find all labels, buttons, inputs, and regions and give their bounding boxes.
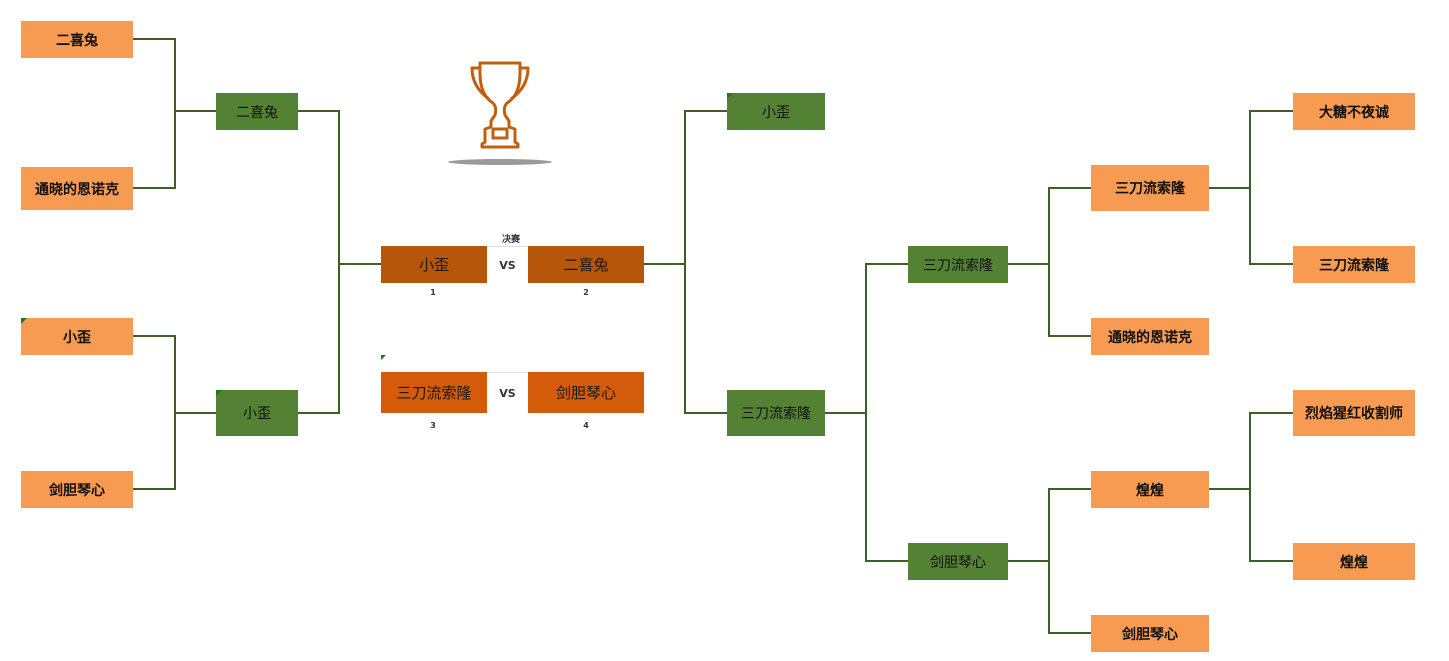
trophy-icon: [445, 55, 555, 170]
connector-line: [1048, 488, 1091, 634]
team-name: 通晓的恩诺克: [35, 181, 119, 198]
left-round2-2[interactable]: 小歪: [216, 390, 298, 436]
seed-number: 3: [430, 421, 436, 430]
connector-line: [865, 263, 908, 562]
team-name: 三刀流索隆: [1115, 181, 1185, 197]
connector-line: [684, 110, 727, 414]
team-name: 二喜兔: [563, 256, 609, 274]
flag-marker: [381, 355, 386, 360]
team-name: 烈焰猩红收割师: [1305, 406, 1403, 422]
left-seed-3[interactable]: 小歪: [21, 318, 133, 355]
left-seed-4[interactable]: 剑胆琴心: [21, 471, 133, 508]
right-round2-2[interactable]: 通晓的恩诺克: [1091, 318, 1209, 355]
right-round2-1[interactable]: 三刀流索隆: [1091, 165, 1209, 211]
right-round3-2[interactable]: 剑胆琴心: [908, 543, 1008, 580]
team-name: 二喜兔: [236, 104, 278, 121]
team-name: 小歪: [243, 406, 271, 422]
right-seed-2[interactable]: 三刀流索隆: [1293, 246, 1415, 283]
connector-line: [1048, 187, 1091, 337]
left-round2-1[interactable]: 二喜兔: [216, 93, 298, 130]
final-match1-left[interactable]: 小歪: [381, 246, 487, 283]
right-seed-1[interactable]: 大糖不夜诚: [1293, 93, 1415, 130]
connector-line: [133, 335, 176, 490]
final-match2-vs: VS: [487, 372, 528, 414]
seed-number: 2: [583, 288, 589, 297]
final-match2-left[interactable]: 三刀流索隆: [381, 372, 487, 413]
team-name: 三刀流索隆: [1319, 257, 1389, 274]
team-name: 三刀流索隆: [396, 384, 472, 402]
seed-number: 1: [430, 288, 436, 297]
right-semifinal-1[interactable]: 小歪: [727, 93, 825, 130]
final-caption: 决赛: [502, 235, 521, 245]
team-name: 大糖不夜诚: [1319, 104, 1389, 121]
team-name: 煌煌: [1340, 554, 1368, 571]
team-name: 剑胆琴心: [555, 384, 616, 402]
final-match2-right[interactable]: 剑胆琴心: [528, 372, 644, 413]
left-seed-1[interactable]: 二喜兔: [21, 21, 133, 58]
final-match1-right[interactable]: 二喜兔: [528, 246, 644, 283]
right-seed-4[interactable]: 煌煌: [1293, 543, 1415, 580]
connector-line: [1249, 110, 1293, 265]
right-seed-3[interactable]: 烈焰猩红收割师: [1293, 390, 1415, 436]
left-seed-2[interactable]: 通晓的恩诺克: [21, 167, 133, 210]
team-name: 小歪: [762, 104, 790, 121]
final-match1-vs: VS: [487, 246, 528, 284]
team-name: 煌煌: [1136, 482, 1164, 499]
team-name: 三刀流索隆: [741, 406, 811, 422]
right-round2-4[interactable]: 剑胆琴心: [1091, 615, 1209, 652]
connector-line: [298, 110, 340, 414]
right-semifinal-2[interactable]: 三刀流索隆: [727, 390, 825, 436]
team-name: 剑胆琴心: [1122, 626, 1178, 643]
team-name: 剑胆琴心: [930, 554, 986, 571]
team-name: 二喜兔: [56, 32, 98, 49]
connector-line: [1249, 412, 1293, 562]
team-name: 剑胆琴心: [49, 482, 105, 499]
team-name: 三刀流索隆: [923, 257, 993, 274]
seed-number: 4: [583, 421, 589, 430]
connector-line: [133, 38, 176, 189]
team-name: 小歪: [418, 256, 449, 274]
right-round3-1[interactable]: 三刀流索隆: [908, 246, 1008, 283]
team-name: 小歪: [63, 329, 91, 346]
right-round2-3[interactable]: 煌煌: [1091, 471, 1209, 508]
team-name: 通晓的恩诺克: [1108, 329, 1192, 346]
